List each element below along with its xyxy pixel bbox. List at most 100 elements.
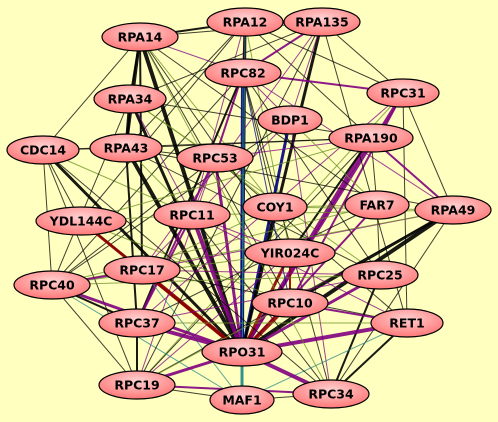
node-ellipse	[242, 192, 308, 222]
edge-rpa14-coy1	[139, 36, 276, 208]
node-ellipse	[366, 78, 440, 108]
node-label: RPA135	[295, 15, 348, 30]
edge-rpc11-ret1	[191, 214, 408, 324]
node-label: RPA49	[431, 203, 476, 218]
node-label: RPC25	[357, 268, 402, 283]
node-label: RPC11	[169, 208, 214, 223]
node-rpa135[interactable]: RPA135	[283, 7, 361, 37]
edge-rpa12-rpc11	[191, 21, 246, 216]
node-ellipse	[153, 200, 231, 230]
edge-rpc25-rpc82	[242, 72, 381, 276]
node-label: RPC17	[119, 263, 164, 278]
node-ellipse	[283, 7, 361, 37]
node-ellipse	[201, 337, 283, 367]
edge-rpc11-rpo31	[190, 214, 244, 353]
node-rpc17[interactable]: RPC17	[103, 255, 181, 285]
node-cdc14[interactable]: CDC14	[6, 135, 80, 165]
node-rpa49[interactable]: RPA49	[414, 195, 492, 225]
node-ellipse	[101, 22, 179, 52]
node-ellipse	[35, 206, 127, 236]
node-ellipse	[251, 288, 329, 318]
node-ellipse	[98, 308, 176, 338]
edge-rpc82-coy1	[242, 72, 276, 208]
node-rpc25[interactable]: RPC25	[341, 260, 419, 290]
node-rpc40[interactable]: RPC40	[13, 270, 91, 300]
node-far7[interactable]: FAR7	[344, 190, 410, 220]
node-ellipse	[89, 133, 163, 163]
node-ellipse	[209, 385, 275, 415]
edge-rpa12-rpc31a	[244, 21, 404, 94]
node-ellipse	[328, 123, 414, 153]
node-ellipse	[370, 308, 444, 338]
node-ellipse	[98, 370, 176, 400]
node-label: RPA12	[223, 15, 268, 30]
edge-rpc17-rpo31	[140, 268, 244, 354]
node-label: RPC10	[267, 296, 313, 311]
node-label: RET1	[389, 316, 424, 331]
node-label: BDP1	[271, 113, 309, 128]
node-rpa34[interactable]: RPA34	[93, 84, 167, 114]
edge-rpc17-rpc25	[141, 269, 381, 276]
node-rpc53[interactable]: RPC53	[176, 143, 254, 173]
node-ellipse	[414, 195, 492, 225]
node-rpc10[interactable]: RPC10	[251, 288, 329, 318]
edge-rpc40-rpa34	[51, 98, 131, 286]
edge-rpa43-rpc37	[125, 147, 138, 324]
node-ellipse	[344, 190, 410, 220]
node-label: FAR7	[359, 198, 394, 213]
node-label: RPC82	[220, 66, 265, 81]
edge-cdc14-rpo31	[41, 148, 244, 354]
edge-cdc14-rpc19	[42, 149, 138, 386]
node-label: RPC40	[29, 278, 75, 293]
node-ellipse	[93, 84, 167, 114]
node-ellipse	[244, 238, 336, 268]
node-label: RPC34	[308, 387, 354, 402]
node-ellipse	[6, 135, 80, 165]
node-rpa43[interactable]: RPA43	[89, 133, 163, 163]
node-label: RPC37	[114, 316, 159, 331]
node-bdp1[interactable]: BDP1	[257, 105, 323, 135]
node-ellipse	[204, 58, 282, 88]
node-label: RPA190	[344, 131, 398, 146]
node-label: YIR024C	[260, 246, 320, 261]
node-label: YDL144C	[49, 214, 113, 229]
node-ydl144c[interactable]: YDL144C	[35, 206, 127, 236]
node-label: RPC31	[380, 86, 425, 101]
node-rpo31[interactable]: RPO31	[201, 337, 283, 367]
node-ret1[interactable]: RET1	[370, 308, 444, 338]
node-rpc37[interactable]: RPC37	[98, 308, 176, 338]
edge-rpa135-bdp1	[289, 21, 323, 121]
edge-rpc82-rpc40	[51, 72, 244, 286]
edge-bdp1-far7	[289, 119, 378, 206]
node-label: RPO31	[219, 345, 266, 360]
edge-bdp1-rpc17	[141, 119, 291, 271]
node-rpa190[interactable]: RPA190	[328, 123, 414, 153]
edge-rpc25-rpc40	[51, 274, 381, 286]
node-maf1[interactable]: MAF1	[209, 385, 275, 415]
node-ellipse	[13, 270, 91, 300]
edge-rpc53-rpo31	[213, 157, 244, 353]
node-label: COY1	[256, 200, 293, 215]
node-rpc82[interactable]: RPC82	[204, 58, 282, 88]
edge-rpc34-rpa14	[139, 36, 332, 395]
node-yir024c[interactable]: YIR024C	[244, 238, 336, 268]
node-label: MAF1	[222, 393, 261, 408]
edge-rpa49-rpc34	[330, 209, 454, 395]
node-rpc11[interactable]: RPC11	[153, 200, 231, 230]
node-rpa12[interactable]: RPA12	[206, 7, 284, 37]
node-label: RPA43	[104, 141, 149, 156]
node-coy1[interactable]: COY1	[242, 192, 308, 222]
node-rpa14[interactable]: RPA14	[101, 22, 179, 52]
edge-rpa14-cdc14	[42, 36, 141, 151]
node-rpc19[interactable]: RPC19	[98, 370, 176, 400]
node-rpc31[interactable]: RPC31	[366, 78, 440, 108]
edge-bdp1-rpc40	[51, 119, 291, 286]
node-rpc34[interactable]: RPC34	[292, 379, 370, 409]
edge-rpa34-rpa190	[129, 98, 372, 139]
edge-yir024c-rpc19	[136, 252, 291, 386]
node-label: RPC53	[192, 151, 237, 166]
edge-rpc40-maf1	[51, 284, 243, 401]
